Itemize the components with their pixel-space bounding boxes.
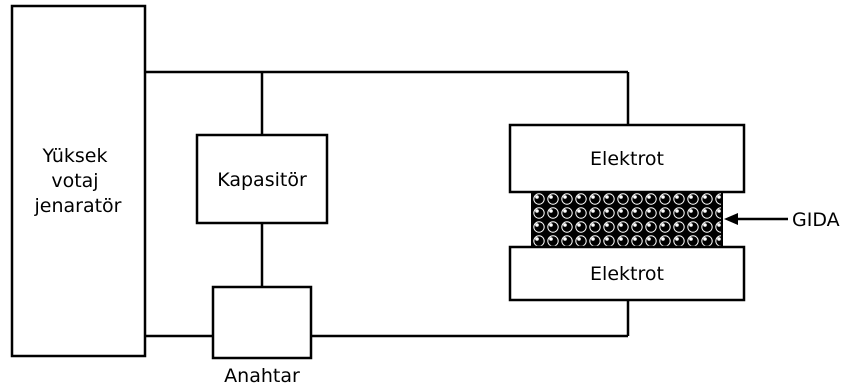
food-sample [531, 191, 723, 248]
switch-box [211, 285, 313, 360]
generator-label-line-1: Yüksek [41, 145, 107, 167]
generator-label-line-3: jenaratör [34, 195, 122, 217]
capacitor-label: Kapasitör [217, 169, 307, 191]
switch-label: Anahtar [224, 365, 300, 387]
capacitor-box [195, 133, 329, 225]
food-arrow-head [724, 213, 738, 225]
bottom-electrode-box [508, 245, 746, 302]
bottom-electrode-label: Elektrot [590, 263, 664, 285]
generator-label: Yüksek votaj jenaratör [34, 145, 122, 217]
food-label: GIDA [792, 209, 840, 231]
top-electrode-label: Elektrot [590, 148, 664, 170]
generator-label-line-2: votaj [51, 170, 98, 192]
generator-box [10, 4, 147, 358]
